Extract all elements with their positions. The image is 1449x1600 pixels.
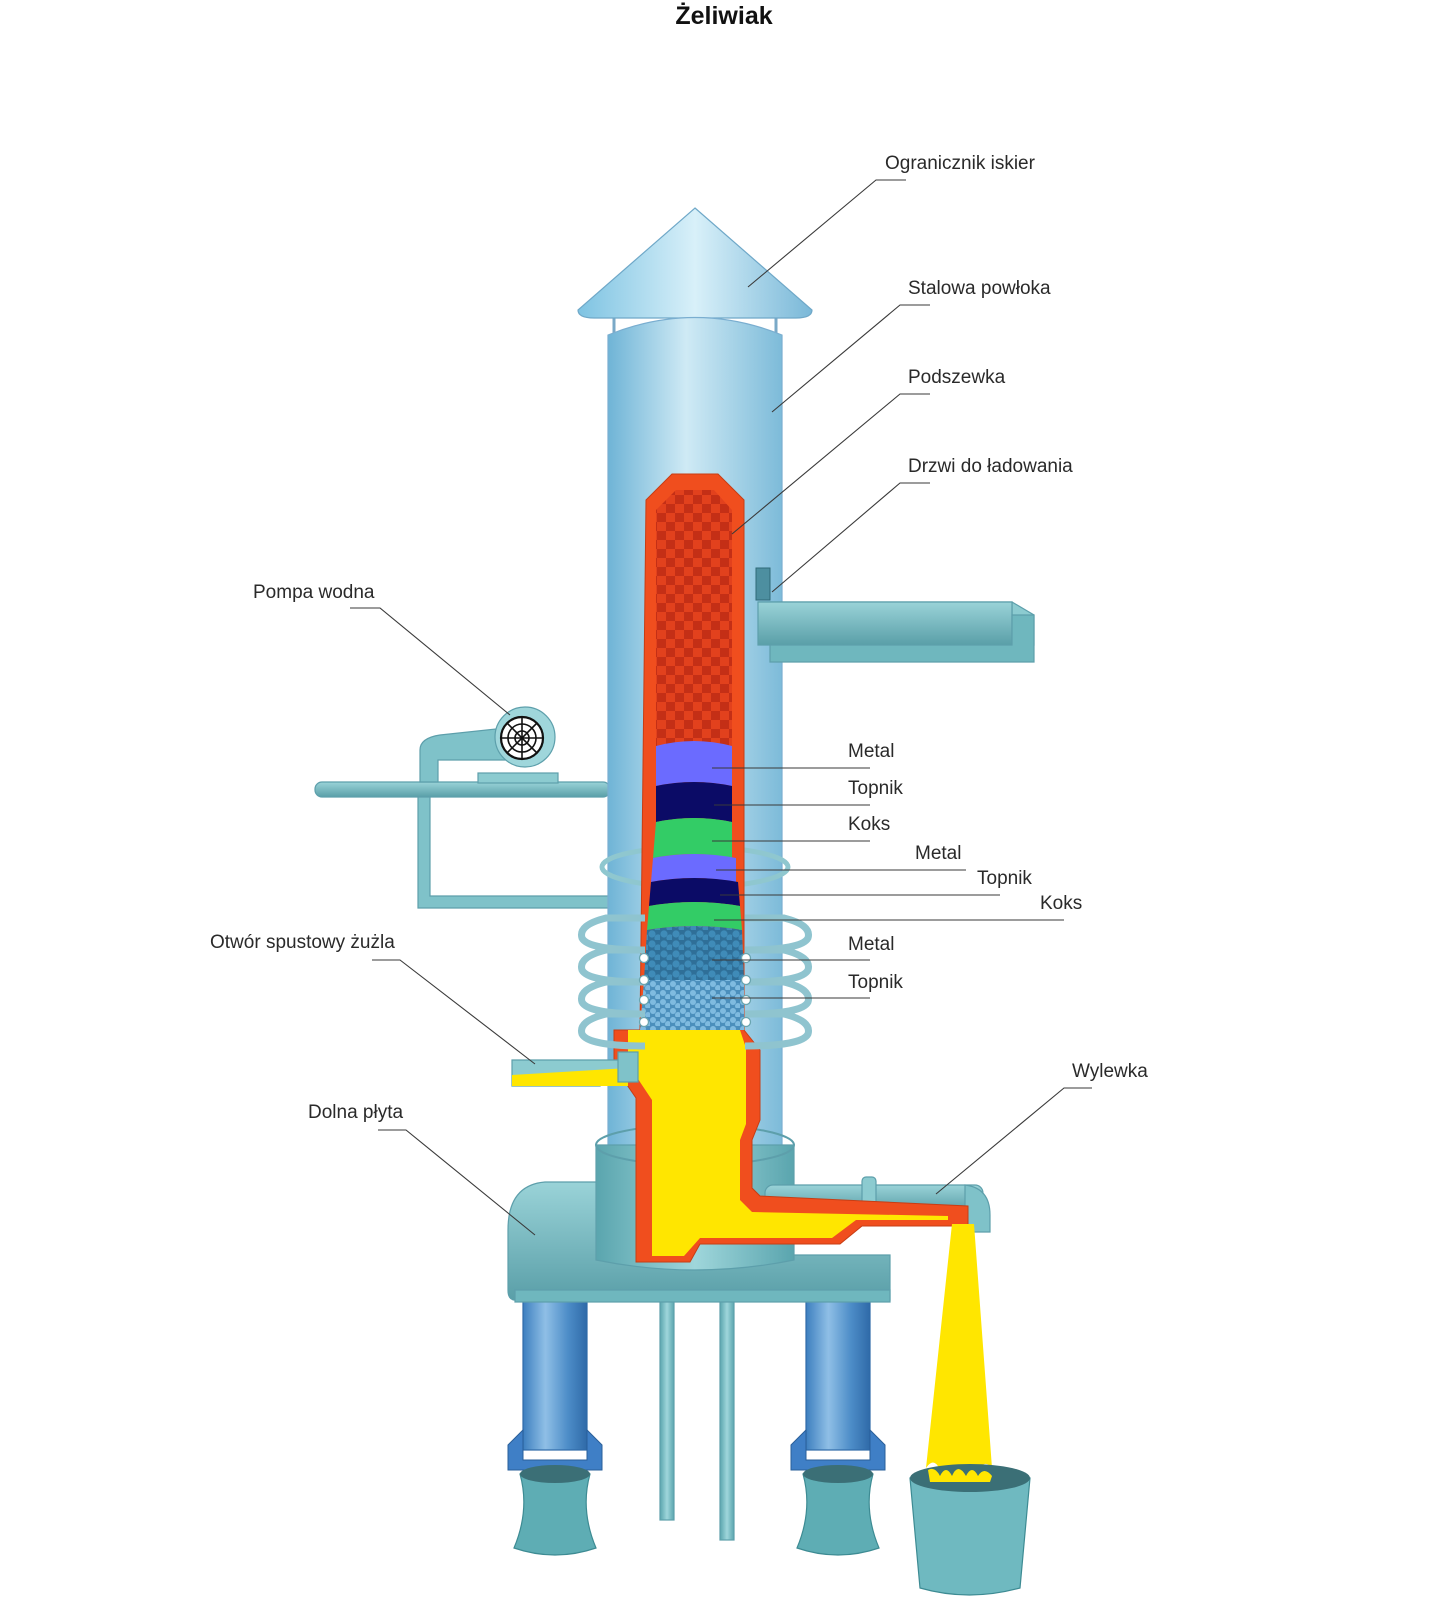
water-pump-piping xyxy=(314,706,615,909)
charging-platform xyxy=(757,601,1035,663)
fan-icon xyxy=(499,715,545,761)
charge-layers xyxy=(640,741,744,1030)
molten-iron-stream xyxy=(926,1224,992,1474)
label-metal-2: Metal xyxy=(915,843,961,864)
charging-door xyxy=(755,567,771,601)
tuyere-rings xyxy=(578,914,812,1050)
label-charging-door: Drzwi do ładowania xyxy=(908,456,1073,477)
coal-charge-bricks xyxy=(656,490,732,746)
label-spark-arrester: Ogranicznik iskier xyxy=(885,153,1036,174)
label-flux-3: Topnik xyxy=(848,972,903,993)
label-flux-2: Topnik xyxy=(977,868,1032,889)
label-spout: Wylewka xyxy=(1072,1061,1148,1082)
tuyere-nozzles xyxy=(638,952,752,1028)
label-flux-1: Topnik xyxy=(848,778,903,799)
label-metal-1: Metal xyxy=(848,741,894,762)
slag-tap-hole xyxy=(511,1051,639,1087)
label-steel-shell: Stalowa powłoka xyxy=(908,278,1051,299)
label-lining: Podszewka xyxy=(908,367,1006,388)
label-bottom-plate: Dolna płyta xyxy=(308,1102,403,1123)
ladle xyxy=(909,1464,1031,1596)
label-water-pump: Pompa wodna xyxy=(253,582,375,603)
label-coke-2: Koks xyxy=(1040,893,1082,914)
label-coke-1: Koks xyxy=(848,814,890,835)
diagram-title: Żeliwiak xyxy=(675,2,772,30)
molten-iron xyxy=(628,1030,948,1256)
label-metal-3: Metal xyxy=(848,934,894,955)
leader-lines xyxy=(350,179,1092,1236)
labels: Ogranicznik iskier Stalowa powłoka Podsz… xyxy=(210,153,1148,1123)
furnace-legs xyxy=(507,1299,886,1556)
label-slag-tap: Otwór spustowy żużla xyxy=(210,932,395,953)
